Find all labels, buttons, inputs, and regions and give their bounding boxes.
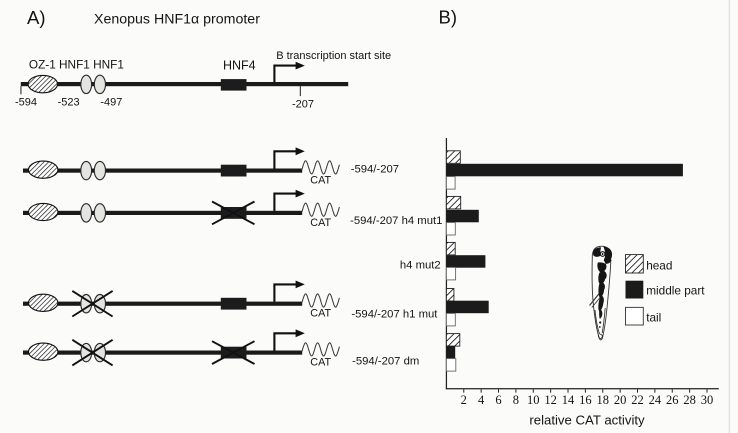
svg-text:-523: -523	[58, 97, 80, 109]
svg-text:CAT: CAT	[310, 308, 331, 320]
svg-text:B): B)	[439, 7, 458, 28]
svg-text:A): A)	[27, 7, 46, 28]
svg-text:16: 16	[579, 393, 592, 407]
svg-text:CAT: CAT	[310, 217, 331, 229]
svg-text:20: 20	[614, 393, 627, 407]
svg-text:28: 28	[683, 393, 696, 407]
svg-text:h4 mut2: h4 mut2	[400, 259, 441, 271]
svg-text:-594/-207: -594/-207	[351, 164, 399, 176]
svg-text:8: 8	[513, 393, 519, 407]
svg-text:Xenopus HNF1α promoter: Xenopus HNF1α promoter	[94, 12, 260, 28]
svg-text:24: 24	[649, 393, 662, 407]
svg-text:HNF4: HNF4	[223, 59, 256, 73]
svg-text:-207: -207	[292, 99, 314, 111]
svg-text:-594: -594	[15, 97, 37, 109]
svg-text:14: 14	[562, 393, 575, 407]
svg-text:10: 10	[527, 393, 540, 407]
svg-text:2: 2	[461, 393, 467, 407]
svg-text:-594/-207 dm: -594/-207 dm	[352, 356, 419, 368]
svg-text:CAT: CAT	[310, 175, 331, 187]
svg-text:-594/-207 h4 mut1: -594/-207 h4 mut1	[350, 215, 442, 227]
svg-text:head: head	[646, 259, 672, 273]
svg-text:26: 26	[666, 393, 679, 407]
svg-text:tail: tail	[646, 310, 661, 324]
svg-text:22: 22	[631, 393, 644, 407]
svg-text:30: 30	[701, 393, 714, 407]
svg-text:relative CAT activity: relative CAT activity	[529, 413, 645, 428]
svg-text:middle part: middle part	[646, 284, 705, 298]
svg-text:B transcription start site: B transcription start site	[276, 50, 391, 62]
svg-text:OZ-1 HNF1 HNF1: OZ-1 HNF1 HNF1	[29, 57, 124, 71]
svg-text:CAT: CAT	[310, 357, 331, 369]
svg-text:-497: -497	[100, 97, 122, 109]
svg-text:4: 4	[478, 393, 485, 407]
svg-text:6: 6	[495, 393, 501, 407]
svg-text:18: 18	[597, 393, 610, 407]
svg-text:-594/-207 h1 mut: -594/-207 h1 mut	[351, 309, 438, 321]
svg-text:12: 12	[544, 393, 557, 407]
